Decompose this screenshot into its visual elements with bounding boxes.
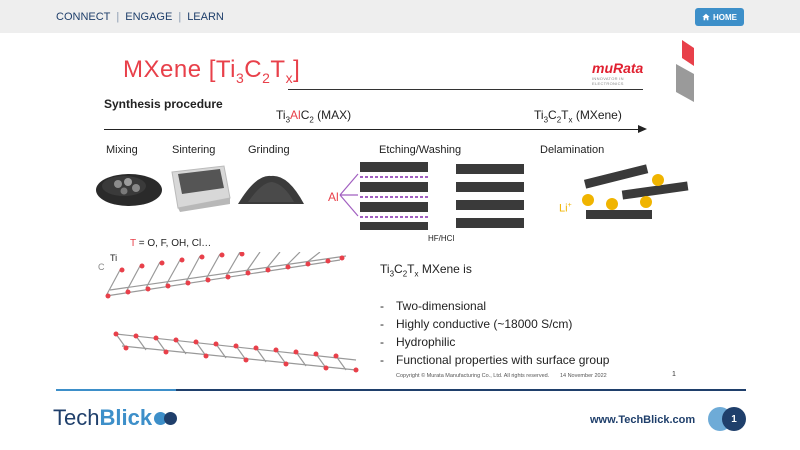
page-badge: 1 — [708, 407, 746, 431]
t-surface-label: T = O, F, OH, Cl… — [130, 238, 212, 249]
mxene-label: Ti3C2Tx (MXene) — [534, 108, 622, 125]
footer-divider — [56, 389, 746, 391]
synthesis-heading: Synthesis procedure — [104, 97, 223, 111]
sintering-crucible-image — [171, 165, 231, 212]
al-arrows-icon — [339, 173, 359, 217]
ti-atom-label: Ti — [110, 253, 118, 263]
li-label: Li+ — [559, 202, 572, 215]
top-nav: CONNECT | ENGAGE | LEARN — [56, 11, 224, 23]
home-icon — [702, 13, 710, 21]
grinding-powder-image — [238, 175, 304, 204]
nav-connect[interactable]: CONNECT — [56, 11, 111, 23]
murata-logo: muRata INNOVATOR IN ELECTRONICS — [592, 60, 644, 86]
step-sintering: Sintering — [172, 144, 216, 156]
list-item: -Two-dimensional — [380, 299, 487, 313]
list-item: -Functional properties with surface grou… — [380, 353, 610, 367]
nav-separator: | — [178, 11, 182, 23]
step-mixing: Mixing — [106, 144, 138, 156]
max-label: Ti3AlC2 (MAX) — [276, 108, 352, 125]
properties-heading: Ti3C2Tx MXene is — [380, 262, 472, 279]
step-grinding: Grinding — [248, 144, 290, 156]
presentation-slide: MXene [Ti3C2Tx] muRata INNOVATOR IN ELEC… — [56, 40, 744, 385]
max-layers-image — [360, 162, 428, 230]
delaminated-flakes-image — [582, 164, 689, 219]
list-item: -Highly conductive (~18000 S/cm) — [380, 317, 573, 331]
logo-dots-icon — [154, 411, 178, 425]
footer-divider-accent — [56, 389, 176, 391]
step-etching: Etching/Washing — [379, 144, 462, 156]
home-label: HOME — [713, 12, 737, 22]
top-bar: CONNECT | ENGAGE | LEARN HOME — [0, 0, 800, 33]
al-label: Al — [328, 190, 339, 204]
home-button[interactable]: HOME — [695, 8, 744, 26]
list-item: -Hydrophilic — [380, 335, 456, 349]
mxene-crystal-structure-bottom — [113, 331, 359, 373]
copyright-text: Copyright © Murata Manufacturing Co., Lt… — [396, 373, 607, 379]
c-atom-label: C — [98, 262, 105, 272]
nav-learn[interactable]: LEARN — [187, 11, 224, 23]
nav-separator: | — [116, 11, 120, 23]
title-underline — [288, 89, 643, 90]
corner-decoration-icon — [676, 40, 694, 102]
page-number: 1 — [722, 407, 746, 431]
mxene-crystal-structure-top — [105, 252, 347, 299]
nav-engage[interactable]: ENGAGE — [125, 11, 173, 23]
arrowhead-icon — [638, 125, 647, 133]
mxene-layers-image — [456, 164, 524, 228]
process-arrow — [104, 129, 640, 130]
hf-label: HF/HCl — [428, 234, 455, 243]
step-delamination: Delamination — [540, 144, 605, 156]
mixing-powder-image — [96, 174, 162, 206]
slide-page-number: 1 — [672, 371, 676, 378]
slide-title: MXene [Ti3C2Tx] — [123, 56, 301, 86]
website-link[interactable]: www.TechBlick.com — [590, 414, 696, 426]
properties-list: -Two-dimensional -Highly conductive (~18… — [380, 297, 609, 369]
